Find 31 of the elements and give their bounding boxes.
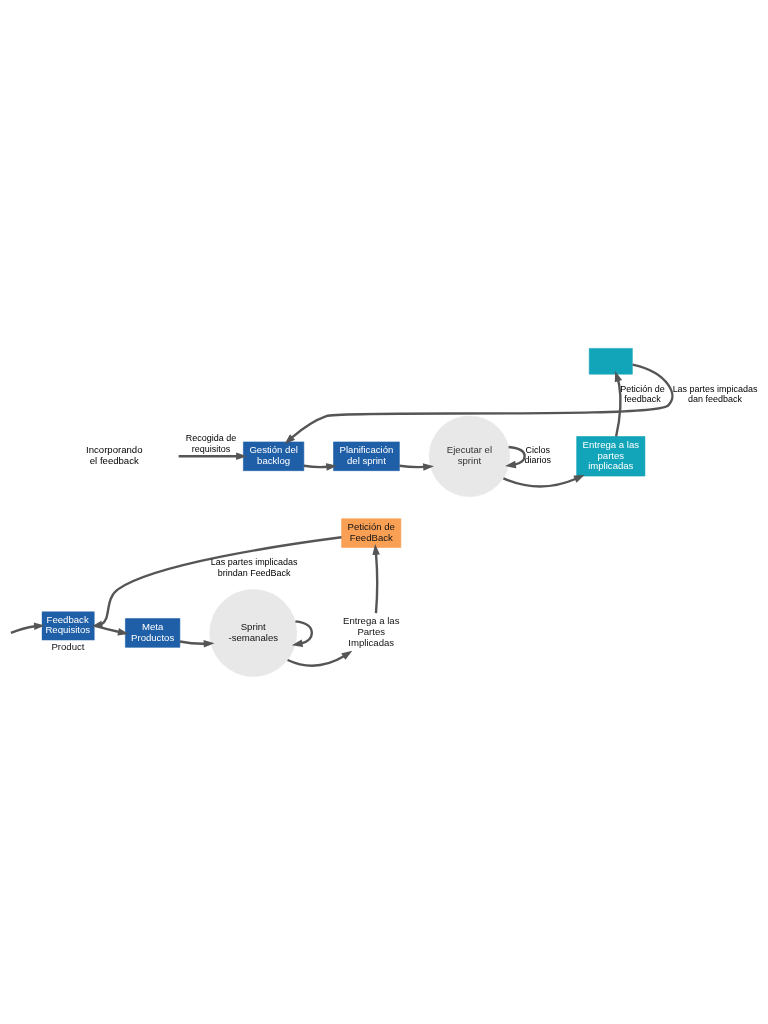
edge-label: Ciclos diarios	[524, 444, 552, 465]
arrow	[94, 624, 129, 635]
node-text: Entrega a las Partes Implicadas	[343, 614, 400, 648]
arrow	[179, 639, 215, 648]
arrow	[10, 622, 45, 634]
arrow	[91, 535, 342, 628]
node-box: Meta Productos	[125, 617, 181, 648]
edge-label: Petición de feedback	[620, 383, 665, 404]
node-box: Gestión del backlog	[243, 441, 305, 471]
node-box: Petición de FeedBack	[341, 517, 402, 548]
arrow	[502, 474, 585, 488]
arrow	[372, 543, 380, 613]
edge-label: Las partes impicadas dan feedback	[672, 383, 758, 404]
arrow	[284, 362, 674, 444]
arrow	[178, 452, 247, 460]
node-box: Planificación del sprint	[333, 441, 400, 471]
node-box: Feedback Requisitos	[41, 610, 95, 640]
node-circle: Ejecutar el sprint	[428, 415, 511, 497]
label: Incorporando el feedback	[86, 443, 143, 466]
arrow	[505, 445, 526, 468]
arrow	[291, 619, 314, 647]
node-circle: Sprint -semanales	[209, 588, 298, 677]
arrow	[614, 370, 623, 437]
arrow	[399, 462, 434, 471]
node-label: Product	[51, 640, 85, 652]
node-box	[588, 347, 633, 374]
edge-label: Recogida de requisitos	[185, 432, 237, 454]
node-box: Entrega a las partes implicadas	[576, 435, 646, 476]
arrow	[303, 462, 338, 471]
edge-label: Las partes implicadas brindan FeedBack	[210, 556, 298, 578]
arrow	[287, 650, 353, 667]
